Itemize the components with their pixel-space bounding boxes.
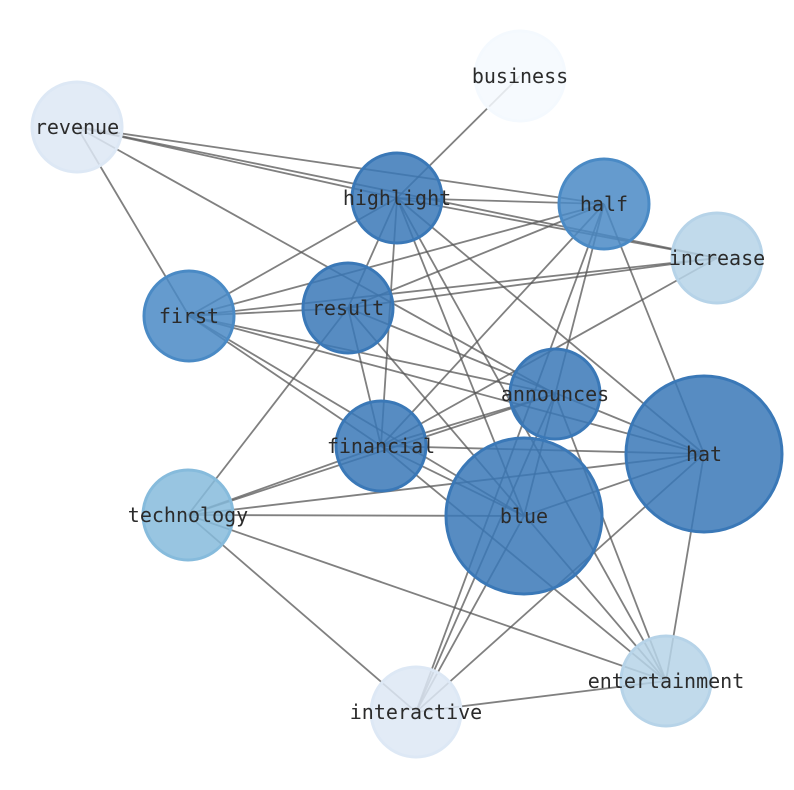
edge-highlight-increase xyxy=(396,197,718,259)
edge-technology-interactive xyxy=(187,514,417,713)
edge-technology-entertainment xyxy=(187,514,667,682)
edge-first-hat xyxy=(188,315,705,455)
edge-hat-technology xyxy=(187,453,705,516)
node-label-result: result xyxy=(312,296,384,320)
node-hat[interactable] xyxy=(624,374,784,534)
node-label-highlight: highlight xyxy=(343,186,451,210)
node-blue[interactable] xyxy=(444,436,604,596)
node-business[interactable] xyxy=(473,29,567,123)
node-label-hat: hat xyxy=(686,442,722,466)
node-announces[interactable] xyxy=(508,347,602,441)
node-label-first: first xyxy=(159,304,219,328)
node-result[interactable] xyxy=(301,261,395,355)
node-label-entertainment: entertainment xyxy=(588,669,745,693)
node-financial[interactable] xyxy=(334,399,428,493)
edge-first-announces xyxy=(188,315,556,395)
node-interactive[interactable] xyxy=(369,665,463,759)
edge-half-first xyxy=(188,203,605,317)
node-label-financial: financial xyxy=(327,434,435,458)
edge-half-financial xyxy=(380,203,605,447)
node-label-technology: technology xyxy=(128,503,248,527)
labels-layer: business revenue highlight half increase firs… xyxy=(35,64,765,724)
edge-revenue-half xyxy=(76,126,605,205)
node-label-revenue: revenue xyxy=(35,115,119,139)
node-increase[interactable] xyxy=(670,211,764,305)
nodes-layer xyxy=(30,29,784,759)
node-first[interactable] xyxy=(142,269,236,363)
node-label-half: half xyxy=(580,192,628,216)
node-label-business: business xyxy=(472,64,568,88)
node-half[interactable] xyxy=(557,157,651,251)
node-revenue[interactable] xyxy=(30,80,124,174)
node-entertainment[interactable] xyxy=(619,634,713,728)
edge-revenue-announces xyxy=(76,126,556,395)
node-label-blue: blue xyxy=(500,504,548,528)
node-highlight[interactable] xyxy=(350,151,444,245)
edge-increase-result xyxy=(347,257,718,309)
node-label-interactive: interactive xyxy=(350,700,482,724)
node-technology[interactable] xyxy=(141,468,235,562)
edge-increase-first xyxy=(188,257,718,317)
node-label-increase: increase xyxy=(669,246,765,270)
node-label-announces: announces xyxy=(501,382,609,406)
